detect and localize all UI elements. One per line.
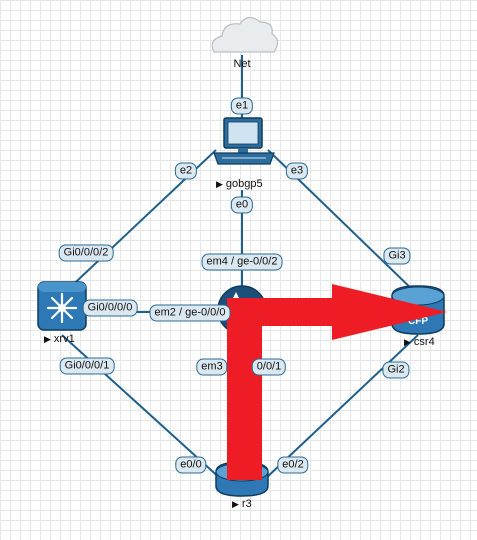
node-label-r3-text: r3: [241, 498, 252, 510]
node-label-r3[interactable]: ▶r3: [232, 498, 252, 510]
node-label-gobgp5[interactable]: ▶gobgp5: [216, 178, 263, 190]
iface-label-xrv1-gi000[interactable]: Gi0/0/0/0: [82, 299, 138, 317]
link-csr4-r3[interactable]: [263, 334, 419, 481]
iface-label-e2[interactable]: e2: [174, 162, 198, 180]
iface-label-xrv1-gi001[interactable]: Gi0/0/0/1: [59, 357, 115, 375]
iface-label-e0[interactable]: e0: [230, 196, 254, 214]
node-label-xrv1-text: xrv1: [53, 333, 75, 345]
node-label-csr4[interactable]: ▶csr4: [404, 336, 435, 348]
iface-label-r3-e00[interactable]: e0/0: [175, 456, 207, 474]
iface-label-e1[interactable]: e1: [230, 97, 254, 115]
node-label-csr4-text: csr4: [413, 336, 435, 348]
iface-label-e3[interactable]: e3: [285, 162, 309, 180]
cloud-icon[interactable]: [211, 16, 279, 53]
xrv1-router-icon[interactable]: [37, 281, 87, 331]
iface-label-em3-tail[interactable]: 0/0/1: [251, 358, 287, 376]
red-arrow-icon: [227, 284, 447, 480]
iface-label-r3-e02[interactable]: e0/2: [277, 456, 309, 474]
iface-label-em4[interactable]: em4 / ge-0/0/2: [201, 253, 283, 271]
play-icon: ▶: [216, 179, 223, 189]
node-label-gobgp5-text: gobgp5: [225, 178, 263, 190]
csr4-badge: CFP: [408, 316, 428, 327]
node-label-xrv1[interactable]: ▶xrv1: [44, 333, 75, 345]
iface-label-em3[interactable]: em3: [196, 358, 228, 376]
iface-label-csr4-gi2[interactable]: Gi2: [382, 361, 410, 379]
play-icon: ▶: [232, 499, 239, 509]
node-label-net: Net: [233, 58, 251, 70]
iface-label-em2[interactable]: em2 / ge-0/0/0: [149, 304, 231, 322]
computer-icon[interactable]: [213, 117, 275, 165]
iface-label-xrv1-gi002[interactable]: Gi0/0/0/2: [58, 244, 114, 262]
iface-label-csr4-gi3[interactable]: Gi3: [383, 247, 411, 265]
play-icon: ▶: [404, 337, 411, 347]
play-icon: ▶: [44, 334, 51, 344]
